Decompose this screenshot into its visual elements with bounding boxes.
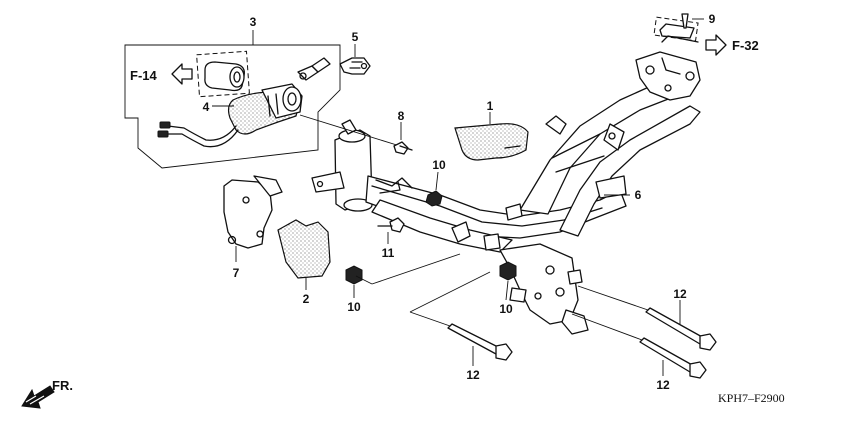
callout-8: 8	[398, 109, 405, 123]
leader-10-upper	[435, 171, 439, 191]
switch-wire-harness	[157, 121, 239, 148]
lower-cross-tube	[371, 199, 513, 253]
callout-5: 5	[352, 30, 359, 44]
leader-10-left-b	[355, 275, 373, 285]
callout-10-left: 10	[347, 300, 361, 314]
leader-12-center-a	[409, 271, 491, 313]
group-bracket-outline	[124, 44, 341, 169]
callout-12-lower-right: 12	[656, 378, 670, 392]
callout-12-center: 12	[466, 368, 480, 382]
leader-8-long	[299, 114, 401, 147]
leader-12-center-b	[409, 311, 451, 327]
lock-cylinder	[204, 61, 245, 92]
sticker-group-9	[653, 13, 727, 56]
callout-12-upper-right: 12	[673, 287, 687, 301]
rear-top-bracket	[635, 51, 701, 101]
lock-cylinder-box	[196, 50, 250, 98]
engine-hanger-plate	[499, 243, 579, 325]
ref-arrow-left	[171, 63, 193, 85]
frame-body	[311, 51, 701, 335]
callout-10-upper: 10	[432, 158, 446, 172]
bolt-11	[377, 217, 405, 244]
callout-4: 4	[203, 100, 210, 114]
leader-12-ur-a	[577, 285, 649, 311]
ref-label-left: F-14	[130, 68, 158, 83]
head-gusset	[311, 171, 345, 193]
callout-7: 7	[233, 266, 240, 280]
ref-label-right: F-32	[732, 38, 759, 53]
callout-2: 2	[303, 292, 310, 306]
bolt-8	[299, 114, 413, 155]
bolt-12-upper-right	[577, 285, 717, 351]
clip-9	[681, 13, 689, 29]
leader-10-right	[505, 280, 509, 301]
drawing-code: KPH7–F2900	[718, 391, 785, 405]
leader-10-left-c	[371, 253, 461, 285]
hollow-arrow-left-icon	[171, 63, 193, 85]
nut-10-upper	[425, 171, 443, 207]
callout-10-right: 10	[499, 302, 513, 316]
front-direction-arrow-icon	[21, 385, 55, 409]
nut-10-right	[499, 261, 517, 301]
callout-1: 1	[487, 99, 494, 113]
hollow-arrow-right-icon	[705, 34, 727, 56]
callout-11: 11	[382, 246, 395, 260]
key-set-group	[124, 30, 341, 169]
body-cover-1	[454, 112, 529, 161]
bolt-12-lower-right	[571, 313, 707, 379]
callout-6: 6	[635, 188, 642, 202]
bolt-12-center	[409, 271, 513, 366]
key-inserted	[297, 57, 331, 81]
bracket-7	[223, 175, 283, 262]
cover-2	[277, 219, 331, 290]
nut-10-left	[345, 253, 461, 298]
ignition-switch	[227, 83, 303, 135]
callout-3: 3	[250, 15, 257, 29]
spare-key	[339, 44, 371, 75]
rear-lower-rail	[559, 105, 701, 237]
callout-9: 9	[709, 12, 716, 26]
front-label: FR.	[52, 378, 73, 393]
leader-12-lr-a	[571, 313, 643, 341]
